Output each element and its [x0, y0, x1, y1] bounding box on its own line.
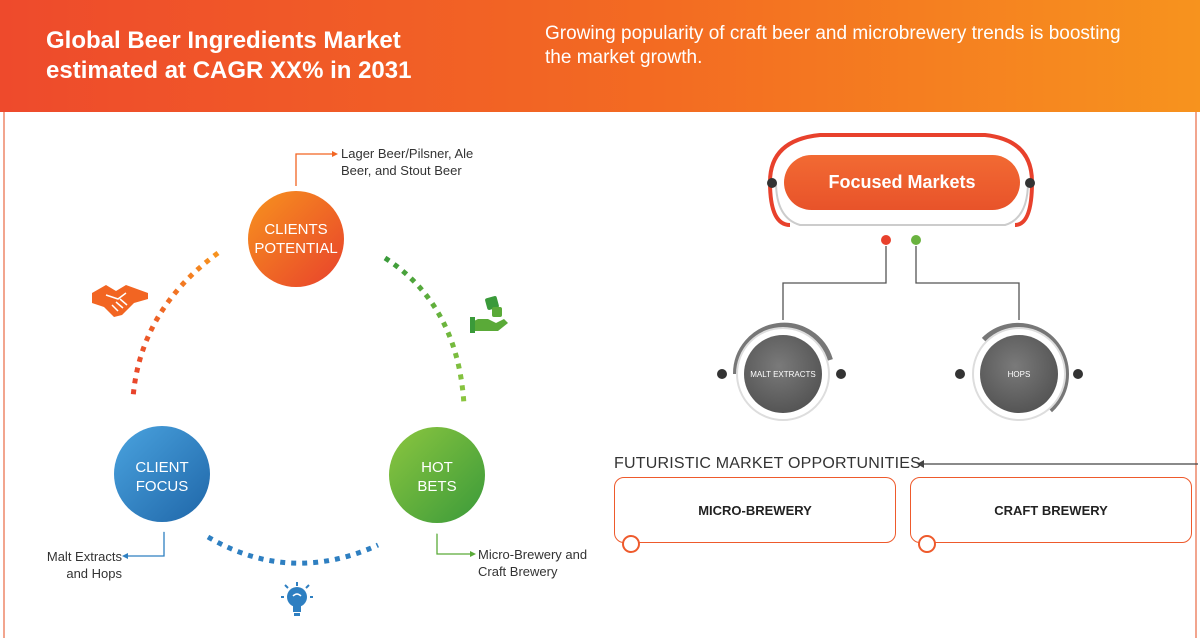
arc-red-dotted [130, 250, 220, 399]
client-focus-connector [128, 520, 165, 557]
client-focus-note: Malt Extracts and Hops [46, 549, 122, 581]
arc-green-dotted [383, 255, 467, 406]
malt-connector [782, 246, 887, 320]
arc-blue-dotted [206, 534, 380, 566]
handshake-icon [92, 285, 148, 317]
focused-markets-button: Focused Markets [784, 155, 1020, 210]
page-title: Global Beer Ingredients Market estimated… [46, 27, 412, 84]
client-focus-label: CLIENT FOCUS [135, 459, 189, 495]
opportunity-label: CRAFT BREWERY [994, 502, 1108, 518]
clients-potential-label: CLIENTS POTENTIAL [254, 221, 338, 257]
opportunity-marker [918, 535, 936, 553]
money-hand-icon [470, 296, 508, 333]
hops-circle [955, 322, 1083, 421]
opportunity-label: MICRO-BREWERY [698, 502, 812, 518]
opportunity-marker [622, 535, 640, 553]
frame-left-border [3, 112, 5, 638]
hot-bets-note: Micro-Brewery and Craft Brewery [478, 547, 588, 579]
malt-extracts-circle [717, 322, 846, 421]
frame-right-border [1195, 112, 1197, 638]
opportunity-micro-brewery: MICRO-BREWERY [614, 477, 896, 543]
opportunity-craft-brewery: CRAFT BREWERY [910, 477, 1192, 543]
hot-bets-circle [389, 426, 497, 534]
malt-extracts-label: MALT EXTRACTS [750, 370, 816, 379]
focused-markets-frame [767, 133, 1035, 245]
lightbulb-icon [281, 582, 313, 616]
hops-connector [915, 246, 1020, 320]
clients-potential-connector [295, 153, 332, 186]
page-subtitle: Growing popularity of craft beer and mic… [545, 23, 1121, 68]
client-focus-circle [113, 424, 221, 532]
hot-bets-label: HOT BETS [417, 459, 457, 495]
clients-potential-note: Lager Beer/Pilsner, Ale Beer, and Stout … [341, 146, 474, 178]
header-banner [0, 0, 1200, 112]
clients-potential-circle [248, 189, 356, 297]
opportunities-title: FUTURISTIC MARKET OPPORTUNITIES [614, 455, 921, 472]
hops-label: HOPS [1007, 370, 1031, 379]
